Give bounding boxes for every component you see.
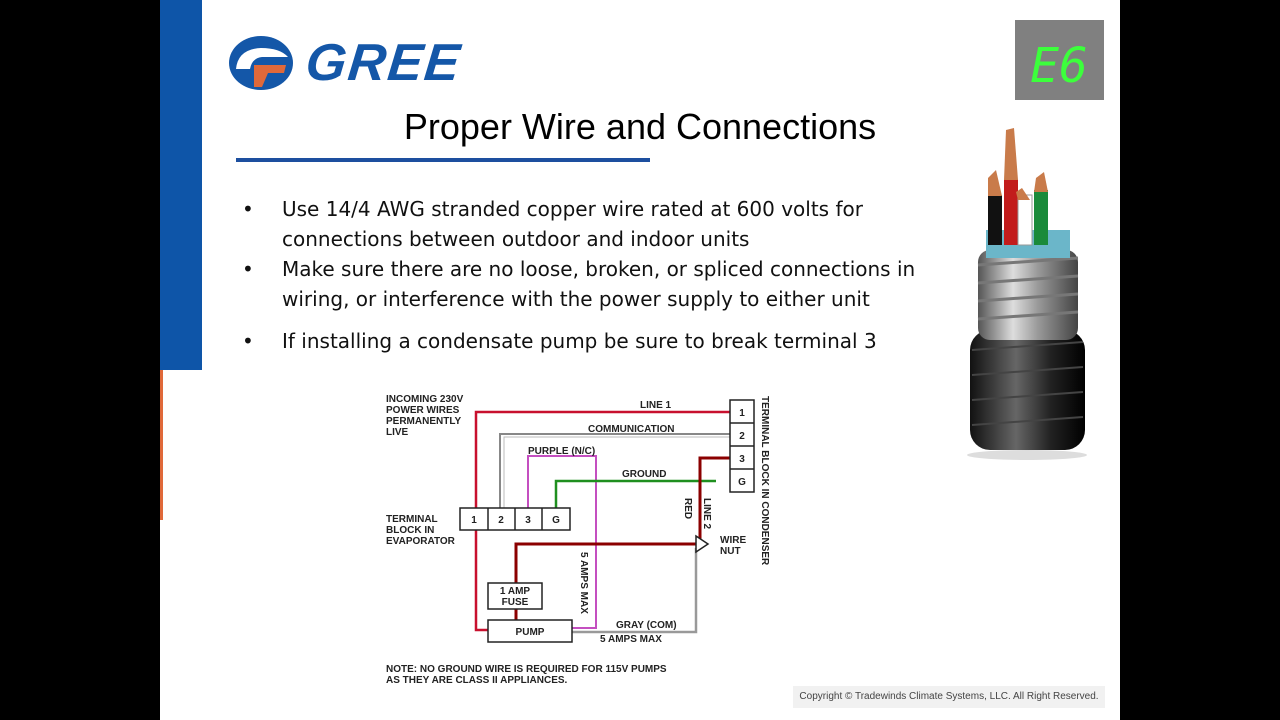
error-code-display: E6 [1015,20,1104,100]
terminal-label: 2 [498,515,504,526]
red-wire [698,456,730,544]
brand-side-bar [160,0,202,370]
line2-label: LINE 2 [701,498,712,530]
terminal-label: G [552,515,560,526]
svg-text:PERMANENTLY: PERMANENTLY [386,416,462,427]
pump-box: PUMP [487,619,573,643]
gray-wire [572,548,698,634]
slide-title: Proper Wire and Connections [403,106,877,147]
svg-text:PUMP: PUMP [516,627,545,638]
gray-label: GRAY (COM) [616,620,677,631]
evaporator-terminal-block: 1 2 3 G [459,507,571,531]
amps-vertical-label: 5 AMPS MAX [578,552,589,614]
armored-cable-icon [967,128,1087,460]
error-code-text: E6 [1030,38,1088,94]
gree-logo-mark-icon [229,36,293,90]
copyright-text: Copyright © Tradewinds Climate Systems, … [793,686,1105,708]
purple-label: PURPLE (N/C) [528,446,595,457]
wire-nut-label: WIRE [720,535,746,546]
svg-text:FUSE: FUSE [502,597,529,608]
svg-text:1 AMP: 1 AMP [500,586,531,597]
gree-logo: GREE [228,34,508,92]
ground-label: GROUND [622,469,666,480]
bullet-item: Make sure there are no loose, broken, or… [242,254,922,314]
svg-text:LIVE: LIVE [386,427,409,438]
evaporator-label: TERMINAL [386,514,438,525]
slide: GREE Proper Wire and Connections Use 14/… [160,0,1120,720]
line1-label: LINE 1 [640,400,672,411]
title-underline [236,158,650,162]
fuse-box: 1 AMP FUSE [487,582,543,610]
condenser-label: TERMINAL BLOCK IN CONDENSER [759,396,770,566]
communication-wire-outer [499,433,730,508]
terminal-label: 2 [739,431,745,442]
diagram-note: NOTE: NO GROUND WIRE IS REQUIRED FOR 115… [386,664,667,675]
accent-line-lower [160,370,163,520]
wire-nut-icon [695,534,710,554]
terminal-label: 3 [739,454,745,465]
communication-label: COMMUNICATION [588,424,674,435]
ground-wire [554,479,716,508]
condenser-terminal-block: 1 2 3 G [729,399,755,493]
wiring-diagram: 1 2 3 G 1 2 3 G 1 AMP FUSE PUMP [386,394,770,686]
svg-text:BLOCK IN: BLOCK IN [386,525,434,536]
red-label: RED [682,498,693,519]
seven-segment-display: E6 [1030,38,1088,94]
purple-wire [527,455,597,629]
bullet-list: Use 14/4 AWG stranded copper wire rated … [242,194,922,356]
svg-text:NUT: NUT [720,546,741,557]
amps-bottom-label: 5 AMPS MAX [600,634,662,645]
svg-text:POWER WIRES: POWER WIRES [386,405,460,416]
incoming-label: INCOMING 230V [386,394,464,405]
terminal-label: 1 [471,515,477,526]
pump-hot-wire [514,542,696,583]
svg-text:AS THEY ARE CLASS II APPLIANCE: AS THEY ARE CLASS II APPLIANCES. [386,675,568,686]
terminal-label: G [738,477,746,488]
terminal-label: 1 [739,408,745,419]
brand-name: GREE [302,34,465,92]
communication-wire-inner [503,436,730,508]
svg-text:EVAPORATOR: EVAPORATOR [386,536,456,547]
terminal-label: 3 [525,515,531,526]
bullet-item: If installing a condensate pump be sure … [242,326,922,356]
bullet-item: Use 14/4 AWG stranded copper wire rated … [242,194,922,254]
